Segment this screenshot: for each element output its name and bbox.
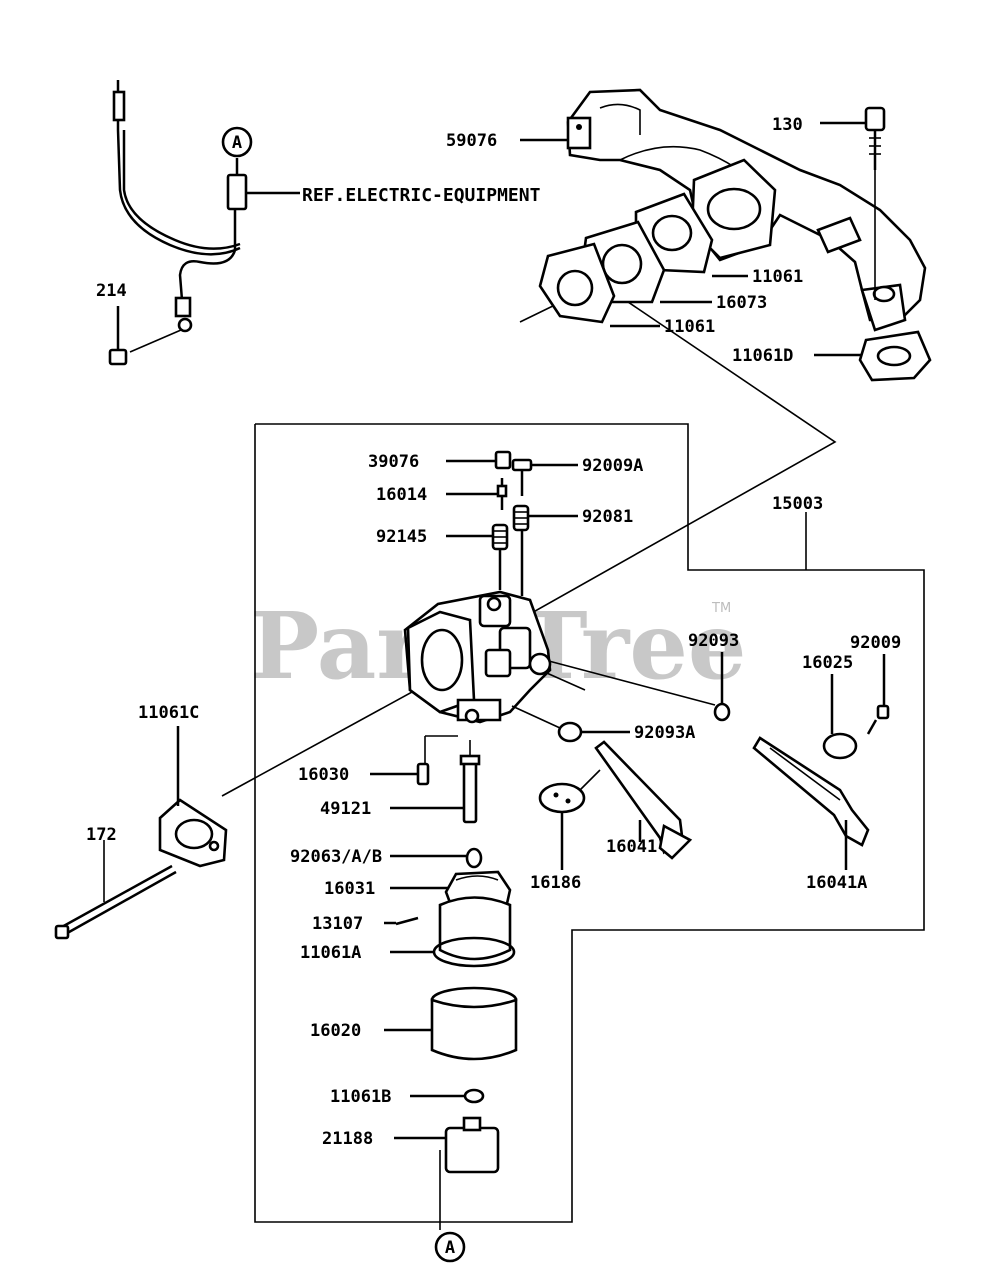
label-11061C: 11061C xyxy=(138,703,199,723)
solenoid-21188 xyxy=(439,1116,500,1230)
watermark-trademark: TM xyxy=(711,601,731,616)
label-214: 214 xyxy=(96,281,127,301)
label-92093: 92093 xyxy=(688,631,739,651)
label-11061A: 11061A xyxy=(300,943,361,963)
label-92093A: 92093A xyxy=(634,723,695,743)
valve-16186 xyxy=(538,769,601,814)
label-16030: 16030 xyxy=(298,765,349,785)
label-16025: 16025 xyxy=(802,653,853,673)
connector-marker-bottom: A xyxy=(434,1231,466,1263)
label-130: 130 xyxy=(772,115,803,135)
connector-marker-top: A xyxy=(221,126,253,158)
needle-valve-92063 xyxy=(465,847,483,869)
valve-16025 xyxy=(822,732,858,760)
label-11061D: 11061D xyxy=(732,346,793,366)
label-16020: 16020 xyxy=(310,1021,361,1041)
label-11061-top: 11061 xyxy=(752,267,803,287)
screw-92009 xyxy=(866,704,890,735)
label-16041: 16041 xyxy=(606,837,657,857)
label-13107: 13107 xyxy=(312,914,363,934)
stud-bolt-172 xyxy=(54,840,177,940)
pin-13107 xyxy=(395,916,419,926)
shaft-16041 xyxy=(594,740,693,860)
carburetor-group-frame xyxy=(254,423,925,1223)
label-16031: 16031 xyxy=(324,879,375,899)
gasket-11061C xyxy=(158,798,228,868)
washer-11061B xyxy=(463,1088,485,1104)
float-chamber-16020 xyxy=(430,986,518,1061)
label-16186: 16186 xyxy=(530,873,581,893)
wire-harness xyxy=(108,80,300,366)
idle-jet-39076 xyxy=(494,450,512,470)
float-cup-16031b xyxy=(438,896,512,961)
bolt-130 xyxy=(864,106,886,300)
label-16073: 16073 xyxy=(716,293,767,313)
label-21188: 21188 xyxy=(322,1129,373,1149)
label-11061-mid: 11061 xyxy=(664,317,715,337)
shaft-16041A xyxy=(752,736,870,847)
spring-92081 xyxy=(512,504,530,532)
label-39076: 39076 xyxy=(368,452,419,472)
carburetor-body xyxy=(403,590,552,724)
alignment-line-choke xyxy=(544,659,716,706)
label-16014: 16014 xyxy=(376,485,427,505)
label-92009: 92009 xyxy=(850,633,901,653)
label-16041A: 16041A xyxy=(806,873,867,893)
collar-92093 xyxy=(713,702,731,722)
label-92063AB: 92063/A/B xyxy=(290,847,382,867)
intake-manifold xyxy=(566,88,927,332)
gasket-11061D xyxy=(858,330,932,382)
label-92145: 92145 xyxy=(376,527,427,547)
needle-16014 xyxy=(496,478,508,510)
label-11061B: 11061B xyxy=(330,1087,391,1107)
label-92081: 92081 xyxy=(582,507,633,527)
pipe-16030 xyxy=(416,735,458,786)
screw-92009A xyxy=(511,458,533,496)
part-labels: 59076 130 11061 16073 11061 11061D 214 3… xyxy=(86,115,901,1149)
spring-92145 xyxy=(491,523,524,596)
label-172: 172 xyxy=(86,825,117,845)
label-92009A: 92009A xyxy=(582,456,643,476)
label-15003: 15003 xyxy=(772,494,823,514)
label-59076: 59076 xyxy=(446,131,497,151)
collar-92093A xyxy=(511,705,583,743)
svg-text:A: A xyxy=(232,133,242,153)
label-49121: 49121 xyxy=(320,799,371,819)
float-pin-49121 xyxy=(459,740,481,824)
leader-lines xyxy=(116,121,886,1140)
reference-note: REF.ELECTRIC-EQUIPMENT xyxy=(302,185,541,206)
alignment-line-gasket-c xyxy=(221,679,435,797)
svg-text:A: A xyxy=(445,1238,455,1258)
gasket-11061-mid xyxy=(538,242,616,324)
